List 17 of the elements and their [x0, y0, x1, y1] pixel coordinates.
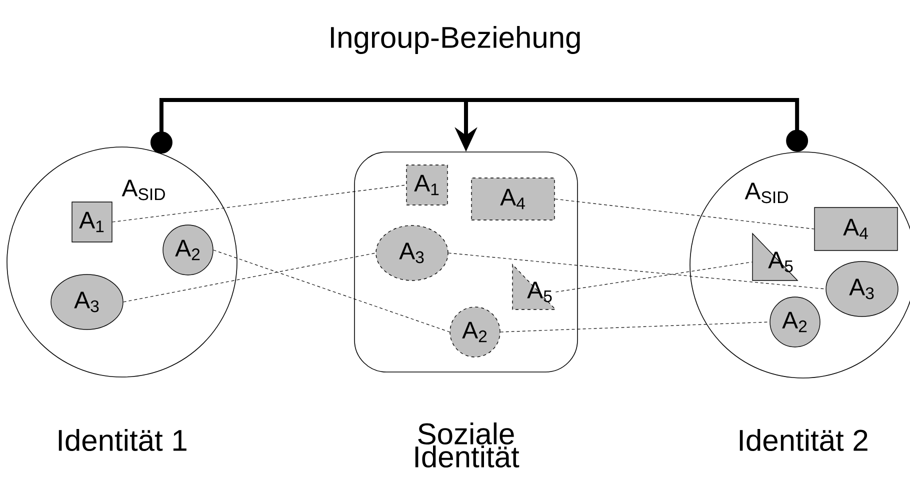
attribute-box: A$_{1}$	[72, 202, 112, 242]
circle-caption: Identität 1	[58, 429, 186, 452]
attribute-box: A$_{4}$	[814, 207, 898, 251]
connector	[448, 252, 826, 290]
attribute-label: A$_{SID}$	[122, 180, 165, 200]
circle-caption: Identität 2	[740, 429, 868, 452]
connector	[500, 322, 770, 332]
connector	[555, 262, 753, 292]
connector	[123, 252, 376, 302]
connector	[213, 250, 450, 332]
connector	[112, 184, 406, 222]
connector	[554, 198, 814, 230]
dashed-attribute-box: A$_{1}$	[406, 164, 448, 206]
dashed-attribute-box: A$_{4}$	[471, 178, 555, 220]
title: Ingroup-Beziehung	[331, 26, 580, 54]
attribute-label: A$_{SID}$	[744, 182, 788, 204]
box-caption: Soziale Identität	[415, 422, 520, 468]
